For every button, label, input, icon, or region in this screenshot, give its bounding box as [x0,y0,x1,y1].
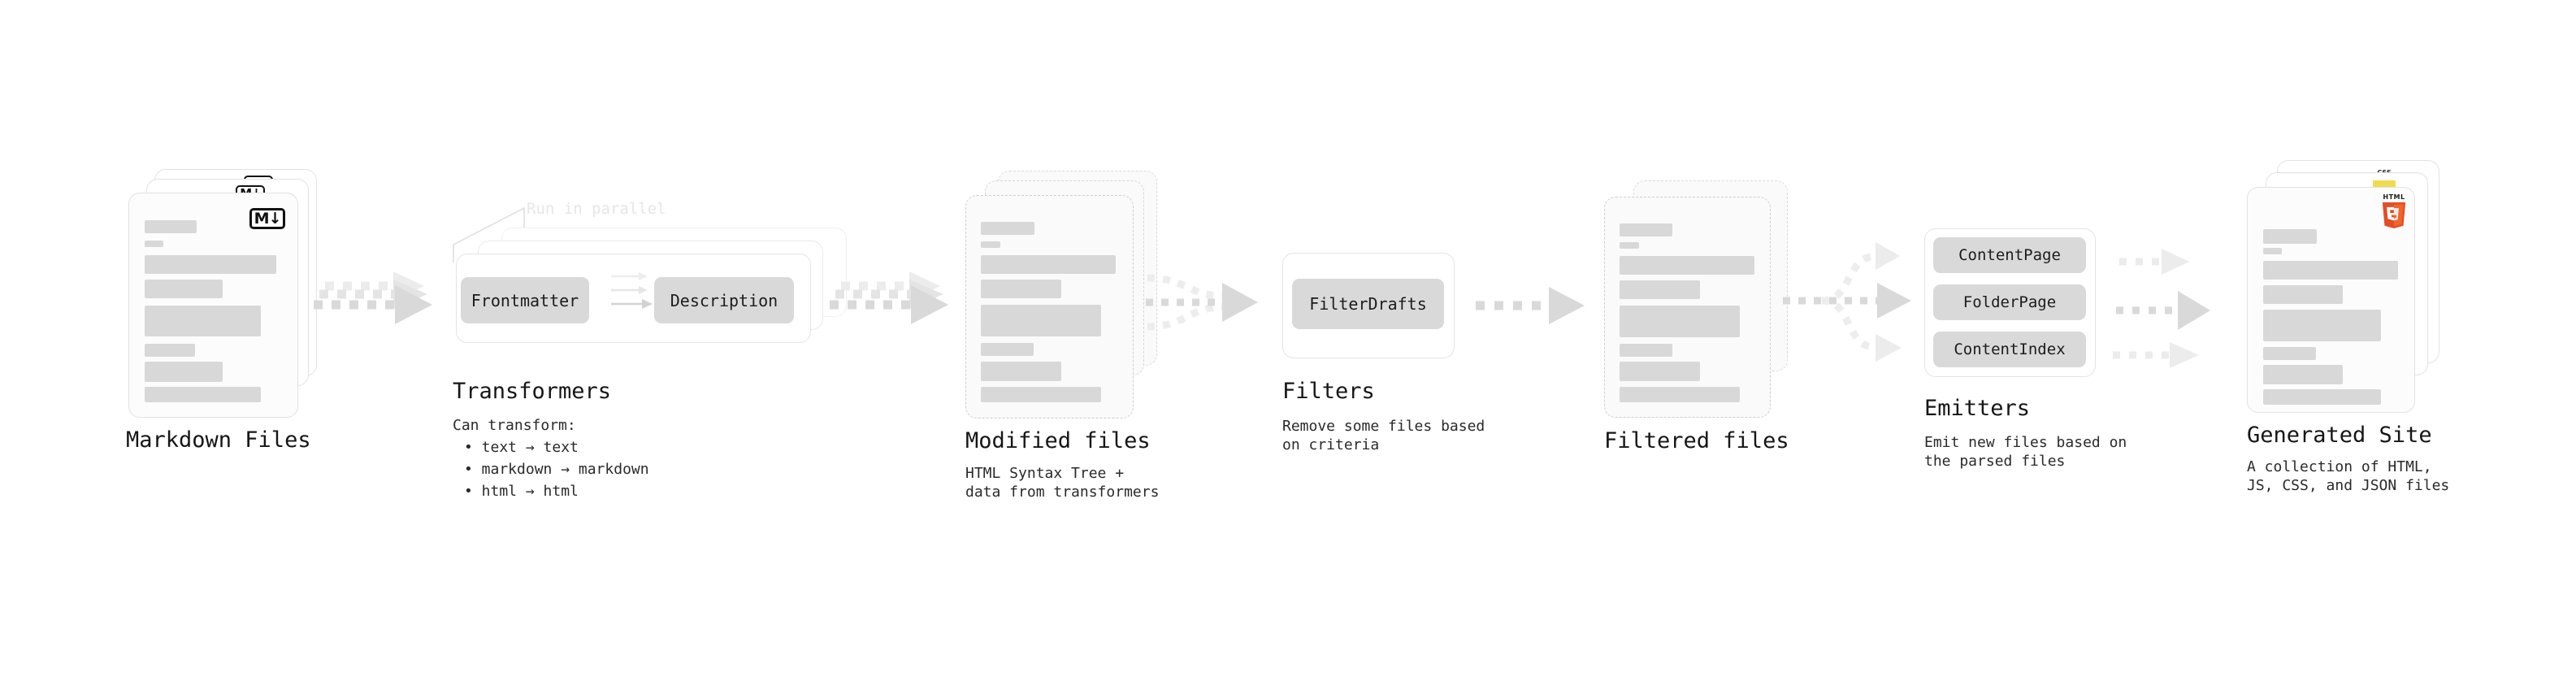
doc-bar [2263,347,2316,360]
html5-badge-word: HTML [2383,193,2405,201]
stage-description-filters: Remove some files based on criteria [1282,418,1485,453]
doc-bar [981,343,1034,356]
doc-bar [2263,229,2317,244]
emitter-node-label: ContentPage [1958,246,2061,264]
doc-bar [1620,306,1740,337]
emitter-node-contentpage[interactable]: ContentPage [1933,237,2086,273]
doc-bar [1620,242,1639,249]
stage-title-emitters: Emitters [1924,396,2031,421]
transformer-inner-arrows [611,272,653,309]
doc-bar [1620,223,1672,236]
doc-bar [1620,387,1740,402]
doc-bar [1620,344,1672,357]
arrow-filters-to-filtered [1476,287,1585,324]
doc-bar [981,305,1101,336]
doc-bar [981,241,1000,248]
doc-bar [145,344,195,357]
doc-bar [145,280,223,298]
doc-bar [2263,389,2381,405]
emitter-node-folderpage[interactable]: FolderPage [1933,284,2086,320]
doc-bar [1620,362,1700,381]
emitter-node-label: ContentIndex [1954,340,2066,358]
stage-description-transformers: Can transform: [453,417,576,434]
transform-bullet-1: • markdown → markdown [464,461,649,478]
stage-title-filtered-files: Filtered files [1604,428,1789,453]
stage-title-generated-site: Generated Site [2247,423,2432,448]
transformer-node-description[interactable]: Description [654,277,794,323]
stage-description-generated-site: A collection of HTML, JS, CSS, and JSON … [2247,458,2450,494]
doc-bar [145,362,223,382]
transformer-node-label: Frontmatter [471,290,579,310]
doc-bar [145,306,261,336]
arrow-filtered-to-emitters [1783,242,1911,362]
filtered-card-front [1604,197,1771,418]
transform-bullet-2: • html → html [464,483,579,500]
html5-badge: HTML [2379,193,2409,229]
stage-title-modified-files: Modified files [965,428,1151,453]
markdown-card-front [128,193,298,418]
doc-bar [145,255,276,274]
run-in-parallel-label: Run in parallel [527,200,666,218]
arrow-transformers-to-modified [830,271,948,324]
emitter-node-contentindex[interactable]: ContentIndex [1933,332,2086,367]
doc-bar [2263,248,2282,254]
doc-bar [981,255,1116,274]
doc-bar [981,387,1101,402]
stage-title-transformers: Transformers [453,379,612,404]
doc-bar [2263,285,2343,304]
doc-bar [2263,261,2398,280]
doc-bar [981,362,1061,381]
doc-bar [981,280,1061,298]
doc-bar [2263,365,2343,384]
doc-bar [1620,280,1700,299]
arrow-emitters-to-site [2113,249,2210,368]
doc-bar [145,387,261,402]
stage-description-emitters: Emit new files based on the parsed files [1924,434,2127,470]
filter-node-filterdrafts[interactable]: FilterDrafts [1292,279,1444,329]
stage-title-markdown-files: Markdown Files [126,427,311,453]
run-in-parallel-brace [453,206,525,262]
transformer-node-frontmatter[interactable]: Frontmatter [461,277,589,323]
transformer-node-label: Description [670,290,778,310]
doc-bar [981,222,1034,235]
transform-bullet-0: • text → text [464,439,579,456]
stage-description-modified-files: HTML Syntax Tree + data from transformer… [965,465,1160,501]
stage-title-filters: Filters [1282,379,1375,404]
doc-bar [145,241,163,247]
markdown-badge-front: M↓ [249,208,285,229]
html5-shield-icon [2382,202,2406,228]
doc-bar [1620,256,1754,275]
filter-node-label: FilterDrafts [1309,294,1427,314]
doc-bar [145,220,197,233]
site-card-front [2247,187,2415,413]
modified-card-front [965,195,1134,419]
doc-bar [2263,310,2381,341]
arrow-modified-to-filters [1146,274,1258,331]
emitter-node-label: FolderPage [1962,293,2057,311]
arrow-markdown-to-transformers [314,271,432,324]
